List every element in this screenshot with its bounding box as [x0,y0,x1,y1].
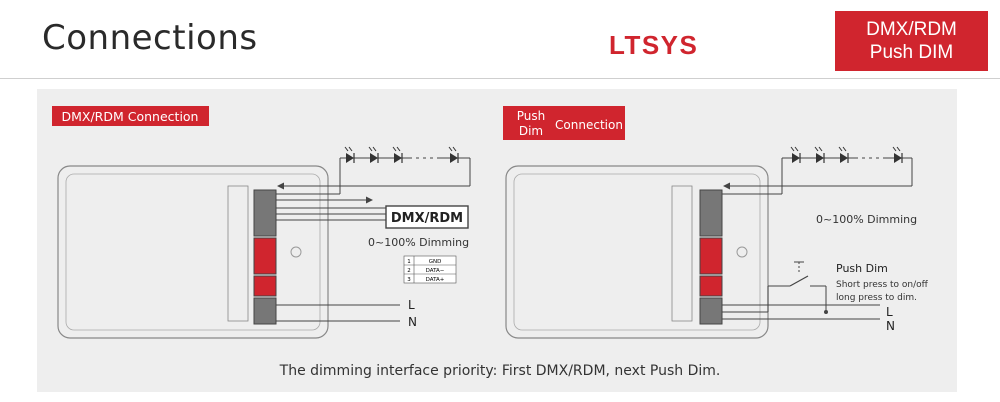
right-line-l: L [886,305,893,319]
pin-signal: DATA− [426,268,445,274]
driver-inner-outline [513,173,761,331]
push-tag-line-2: Dim [519,124,543,138]
pin-number: 1 [407,259,411,265]
dip-switch-block [253,237,277,275]
left-dimming-label: 0~100% Dimming [368,236,469,249]
output-terminal [699,189,723,237]
driver-label-strip [671,185,693,322]
right-diagram: Push Dim Connection 0~100% Dimming [503,106,929,339]
dip-switch-block-2 [699,275,723,297]
driver-label-strip [227,185,249,322]
pin-number: 3 [407,277,411,283]
dip-switch-block [699,237,723,275]
push-dim-desc-2: long press to dim. [836,293,917,303]
driver-outline [57,165,329,339]
led-icon [392,146,403,164]
priority-note: The dimming interface priority: First DM… [279,363,721,379]
right-line-n: N [886,319,895,333]
input-terminal [253,297,277,325]
pin-table: 1 GND 2 DATA− 3 DATA+ [403,255,457,284]
push-dim-desc-1: Short press to on/off [836,280,929,290]
led-icon [448,146,459,164]
left-line-n: N [408,315,417,329]
brand-logo: LTSYS [609,30,699,60]
push-switch-icon [789,275,809,287]
header-divider [0,78,1000,79]
led-icon [838,146,849,164]
led-icon [344,146,355,164]
mounting-hole [290,246,302,258]
output-terminal [253,189,277,237]
led-icon [814,146,825,164]
dmx-rdm-box [385,205,469,229]
badge-line-1: DMX/RDM [866,19,957,40]
left-line-l: L [408,298,415,312]
dip-switch-block-2 [253,275,277,297]
diagram-panel [37,89,957,392]
dmx-rdm-connection-tag-label: DMX/RDM Connection [62,109,199,124]
dmx-rdm-connection-tag [52,106,209,126]
mode-badge: DMX/RDM Push DIM [835,11,988,71]
push-dim-connection-tag [503,106,625,140]
push-dim-title: Push Dim [836,262,888,275]
page-title: Connections [42,18,258,58]
right-dimming-label: 0~100% Dimming [816,213,917,226]
driver-inner-outline [65,173,321,331]
push-tag-connection: Connection [555,118,623,132]
driver-outline [505,165,769,339]
input-terminal [699,297,723,325]
pin-signal: GND [429,259,442,265]
pin-signal: DATA+ [426,277,445,283]
left-diagram: DMX/RDM Connection DMX/RDM 0~100% Dimmin… [52,106,471,339]
push-tag-line-1: Push [517,109,546,123]
badge-line-2: Push DIM [869,42,954,63]
led-icon [790,146,801,164]
dmx-rdm-box-label: DMX/RDM [391,211,463,226]
led-icon [368,146,379,164]
pin-number: 2 [407,268,411,274]
mounting-hole [736,246,748,258]
led-icon [892,146,903,164]
